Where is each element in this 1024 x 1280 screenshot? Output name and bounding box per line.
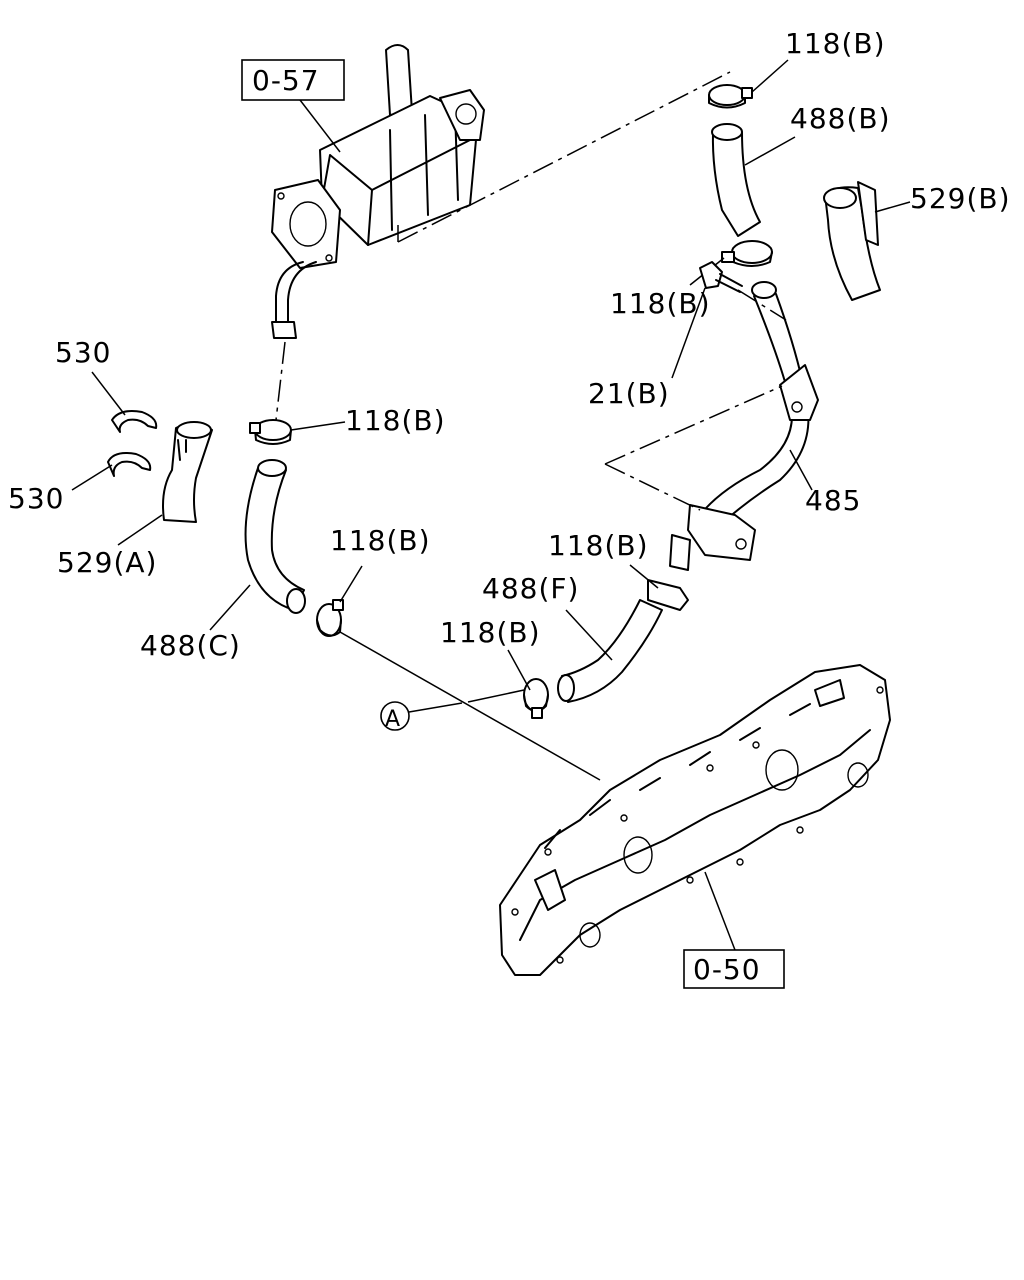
egr-cooler — [271, 44, 485, 339]
label-118b-right-lower: 118(B) — [548, 529, 649, 562]
hose-488c — [244, 459, 306, 614]
callout-a-label: A — [385, 707, 401, 732]
connection-line-top — [397, 71, 731, 243]
clamp-118b-center — [316, 599, 344, 637]
engine-head-cover — [499, 664, 891, 976]
label-529b: 529(B) — [910, 182, 1011, 215]
pipe-485 — [669, 281, 819, 571]
hose-529a — [162, 421, 213, 523]
label-485: 485 — [805, 484, 861, 517]
hose-529b — [823, 181, 881, 301]
label-118b-top: 118(B) — [785, 27, 886, 60]
connection-line-a — [339, 631, 601, 781]
label-488f: 488(F) — [482, 572, 579, 605]
clamp-118b-lower — [523, 678, 549, 719]
hose-488b — [711, 123, 761, 237]
label-118b-lower: 118(B) — [440, 616, 541, 649]
connection-line-485 — [604, 385, 783, 465]
hose-488f — [557, 599, 663, 703]
callout-a — [380, 701, 410, 731]
bolt-21b — [699, 261, 743, 293]
label-488c: 488(C) — [140, 629, 241, 662]
ref-box-0-57 — [241, 59, 345, 101]
clamp-118b-left — [249, 419, 292, 445]
label-118b-left: 118(B) — [345, 404, 446, 437]
clamp-118b-mid-right — [721, 240, 773, 267]
label-530-top: 530 — [55, 336, 111, 369]
label-118b-mid-right: 118(B) — [610, 287, 711, 320]
label-530-bottom: 530 — [8, 482, 64, 515]
clip-530-top — [111, 410, 158, 433]
ref-box-0-50 — [683, 949, 785, 989]
ref-label-0-57: 0-57 — [252, 64, 320, 97]
label-21b: 21(B) — [588, 377, 670, 410]
clamp-118b-top — [708, 84, 753, 109]
label-488b: 488(B) — [790, 102, 891, 135]
label-529a: 529(A) — [57, 546, 157, 579]
clip-530-bottom — [107, 452, 152, 477]
label-118b-center: 118(B) — [330, 524, 431, 557]
ref-label-0-50: 0-50 — [693, 953, 761, 986]
